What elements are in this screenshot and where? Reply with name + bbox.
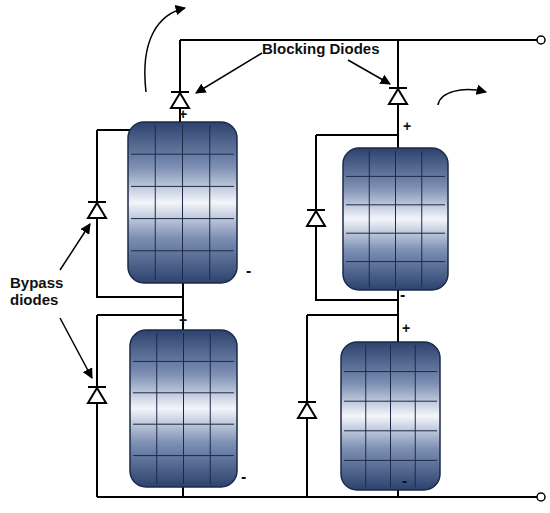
bypass-diode bbox=[88, 388, 106, 403]
wires bbox=[97, 40, 537, 497]
grid-line bbox=[155, 125, 156, 280]
bypass-diode bbox=[298, 403, 316, 418]
diodes bbox=[88, 88, 407, 418]
solar-panel bbox=[128, 122, 237, 283]
grid-line bbox=[421, 151, 422, 287]
grid-line bbox=[344, 401, 437, 402]
solar-panel bbox=[343, 148, 448, 290]
output-terminal bbox=[537, 493, 545, 501]
current-flow-arrows bbox=[145, 8, 486, 105]
diode-bar bbox=[88, 386, 106, 388]
grid-line bbox=[133, 455, 234, 456]
grid-line bbox=[344, 460, 437, 461]
diode-bar bbox=[88, 201, 106, 203]
diode-bar bbox=[171, 91, 189, 93]
grid-line bbox=[390, 345, 391, 487]
grid-line bbox=[415, 345, 416, 487]
grid-line bbox=[183, 333, 184, 484]
output-terminal bbox=[537, 36, 545, 44]
grid-line bbox=[131, 218, 234, 219]
polarity-sign: + bbox=[402, 320, 410, 336]
polarity-sign: - bbox=[241, 468, 246, 486]
grid-line bbox=[131, 154, 234, 155]
grid-line bbox=[131, 186, 234, 187]
grid-line bbox=[346, 176, 445, 177]
blocking-diode bbox=[389, 89, 407, 104]
blocking-diode bbox=[171, 93, 189, 108]
grid-line bbox=[210, 333, 211, 484]
diode-bar bbox=[298, 401, 316, 403]
bypass-diode bbox=[88, 203, 106, 218]
grid-line bbox=[156, 333, 157, 484]
diode-bar bbox=[307, 209, 325, 211]
solar-panels bbox=[128, 122, 448, 490]
solar-panel bbox=[341, 342, 440, 490]
bypass-diode bbox=[307, 211, 325, 226]
polarity-sign: + bbox=[179, 312, 187, 328]
grid-line bbox=[133, 424, 234, 425]
callout-label: Blocking Diodes bbox=[262, 40, 380, 57]
polarity-sign: - bbox=[246, 262, 251, 280]
grid-line bbox=[346, 204, 445, 205]
polarity-sign: - bbox=[402, 472, 407, 490]
grid-line bbox=[346, 261, 445, 262]
grid-line bbox=[346, 233, 445, 234]
grid-line bbox=[365, 345, 366, 487]
polarity-sign: + bbox=[179, 106, 187, 122]
callout-label: Bypass diodes bbox=[10, 274, 68, 309]
solar-panel bbox=[130, 330, 237, 487]
polarity-sign: - bbox=[400, 286, 405, 304]
grid-line bbox=[209, 125, 210, 280]
grid-line bbox=[131, 250, 234, 251]
grid-line bbox=[395, 151, 396, 287]
leader-arrows bbox=[60, 53, 390, 378]
grid-line bbox=[133, 392, 234, 393]
diode-bar bbox=[389, 87, 407, 89]
grid-line bbox=[133, 361, 234, 362]
grid-line bbox=[182, 125, 183, 280]
panel-grid bbox=[131, 125, 445, 487]
grid-line bbox=[344, 371, 437, 372]
grid-line bbox=[369, 151, 370, 287]
grid-line bbox=[344, 430, 437, 431]
polarity-sign: + bbox=[403, 118, 411, 134]
